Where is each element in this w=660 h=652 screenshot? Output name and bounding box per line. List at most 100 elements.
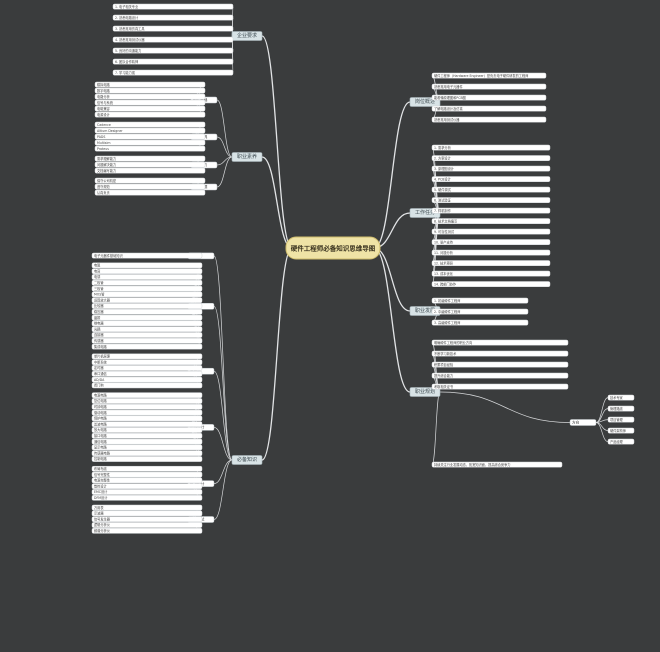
leaf-node[interactable]: 4. PCB设计 xyxy=(431,176,551,182)
leaf-node[interactable]: 信号发生器 xyxy=(91,516,203,523)
leaf-node[interactable]: 5. 良好的沟通能力 xyxy=(112,47,234,54)
leaf-node[interactable]: 复位电路 xyxy=(91,398,203,404)
leaf-node[interactable]: 提升综合能力 xyxy=(431,372,569,379)
leaf-node[interactable]: 中断系统 xyxy=(91,359,203,366)
leaf-node[interactable]: 1. 需求分析 xyxy=(431,144,551,151)
leaf-node[interactable]: 了解电路设计及仿真 xyxy=(431,105,547,112)
leaf-node[interactable]: 集成电路 xyxy=(91,343,203,350)
leaf-node[interactable]: 运算放大器 xyxy=(91,297,203,304)
leaf-node[interactable]: 技术专家 xyxy=(607,394,635,401)
leaf-node[interactable]: 模拟电路 xyxy=(94,81,206,88)
leaf-node[interactable]: 积累项目经验 xyxy=(431,361,569,368)
leaf-node[interactable]: 频谱分析仪 xyxy=(91,527,203,534)
leaf-node[interactable]: 串口通信 xyxy=(91,370,203,377)
leaf-node[interactable]: 文档编写能力 xyxy=(94,167,206,174)
leaf-node[interactable]: 时钟电路 xyxy=(91,403,203,410)
leaf-node[interactable]: 6. 测试验证 xyxy=(431,197,551,203)
leaf-node[interactable]: 驱动电路 xyxy=(91,409,203,416)
leaf-node[interactable]: 2. 方案设计 xyxy=(431,155,551,161)
leaf-node[interactable]: 4. 熟悉常用测试仪器 xyxy=(112,36,234,43)
leaf-node[interactable]: 1. 电子相关专业 xyxy=(112,3,234,10)
leaf-node[interactable]: 显示电路 xyxy=(91,444,203,451)
leaf-node[interactable]: 连接器 xyxy=(91,332,203,338)
sub-topic[interactable]: 方向 xyxy=(569,419,597,426)
leaf-node[interactable]: 熟悉常用电子元器件 xyxy=(431,83,547,90)
leaf-node[interactable]: 看门狗 xyxy=(91,382,203,389)
leaf-node[interactable]: 万用表 xyxy=(91,504,203,511)
leaf-node[interactable]: 逻辑分析仪 xyxy=(91,522,203,528)
leaf-node[interactable]: 传感器电路 xyxy=(91,450,203,457)
leaf-node[interactable]: 比较器 xyxy=(91,303,203,309)
leaf-node[interactable]: 晶振 xyxy=(91,314,203,321)
leaf-node[interactable]: DFM设计 xyxy=(91,494,203,501)
leaf-node[interactable]: 放大电路 xyxy=(91,427,203,433)
leaf-node[interactable]: 7. 样机制作 xyxy=(431,207,551,214)
leaf-node[interactable]: 继电器 xyxy=(91,320,203,327)
leaf-node[interactable]: 单片机原理 xyxy=(91,353,203,360)
leaf-node[interactable]: 需求理解能力 xyxy=(94,155,206,162)
leaf-node[interactable]: 三极管 xyxy=(91,285,203,292)
leaf-node[interactable]: 认真负责 xyxy=(94,189,206,196)
leaf-node[interactable]: 电源电路 xyxy=(91,392,203,399)
leaf-node[interactable]: 示波器 xyxy=(91,510,203,517)
leaf-node[interactable]: 稳压器 xyxy=(91,308,203,315)
leaf-node[interactable]: 信号与系统 xyxy=(94,99,206,106)
branch-l3[interactable]: 必备知识 xyxy=(231,455,263,465)
leaf-node[interactable]: 电阻 xyxy=(91,262,203,269)
leaf-node[interactable]: 滤波电路 xyxy=(91,421,203,428)
leaf-node[interactable]: 保护电路 xyxy=(91,415,203,422)
leaf-node[interactable]: 电路分析 xyxy=(94,93,206,100)
leaf-node[interactable]: 散热设计 xyxy=(91,483,203,490)
leaf-node[interactable]: 电子元器件基础知识 xyxy=(91,252,203,259)
leaf-node[interactable]: 明确硬件工程师的职业方向 xyxy=(431,339,569,346)
leaf-node[interactable]: Altium Designer xyxy=(94,127,206,134)
leaf-node[interactable]: 硬件架构师 xyxy=(607,427,635,434)
leaf-node[interactable]: 10. 量产支持 xyxy=(431,239,551,245)
leaf-node[interactable]: 控制电路 xyxy=(91,456,203,462)
leaf-node[interactable]: 定时器 xyxy=(91,365,203,371)
leaf-node[interactable]: 电容 xyxy=(91,268,203,275)
leaf-node[interactable]: 3. 高级硬件工程师 xyxy=(431,319,529,326)
leaf-node[interactable]: 2. 熟悉电路设计 xyxy=(112,14,234,21)
leaf-node[interactable]: 项目管理 xyxy=(607,416,635,423)
leaf-node[interactable]: 7. 学习能力强 xyxy=(112,69,234,76)
leaf-node[interactable]: 5. 硬件调试 xyxy=(431,186,551,193)
leaf-node[interactable]: 12. 技术预研 xyxy=(431,260,551,266)
leaf-node[interactable]: 硬件工程师（Hardware Engineer）是负责电子硬件研发的工程师 xyxy=(431,72,547,79)
leaf-node[interactable]: Proteus xyxy=(94,145,206,152)
leaf-node[interactable]: 光耦 xyxy=(91,326,203,333)
branch-l1[interactable]: 企业要求 xyxy=(231,31,263,41)
leaf-node[interactable]: 13. 成本优化 xyxy=(431,270,551,277)
leaf-node[interactable]: 不断学习新技术 xyxy=(431,350,569,357)
leaf-node[interactable]: 8. 技术文档编写 xyxy=(431,218,551,224)
leaf-node[interactable]: EMC设计 xyxy=(91,489,203,495)
leaf-node[interactable]: 6. 团队合作精神 xyxy=(112,58,234,65)
leaf-node[interactable]: 11. 问题分析 xyxy=(431,249,551,256)
leaf-node[interactable]: 布局布线 xyxy=(91,465,203,472)
leaf-node[interactable]: 保守公司机密 xyxy=(94,177,206,184)
leaf-node[interactable]: 1. 初级硬件工程师 xyxy=(431,297,529,304)
leaf-node[interactable]: 信号完整性 xyxy=(91,471,203,478)
leaf-node[interactable]: 能看懂原理图和PCB图 xyxy=(431,94,547,101)
leaf-node[interactable]: 传感器 xyxy=(91,337,203,344)
leaf-node[interactable]: 二极管 xyxy=(91,279,203,286)
leaf-node[interactable]: PADS xyxy=(94,133,206,140)
leaf-node[interactable]: 3. 熟悉常用仿真工具 xyxy=(112,25,234,32)
leaf-node[interactable]: 电感 xyxy=(91,274,203,280)
leaf-node[interactable]: MOS管 xyxy=(91,291,203,298)
leaf-node[interactable]: 14. 跨部门协作 xyxy=(431,281,551,287)
leaf-node[interactable]: 遵守规范 xyxy=(94,183,206,190)
leaf-node[interactable]: 电磁兼容 xyxy=(94,105,206,112)
leaf-node[interactable]: 产品经理 xyxy=(607,438,635,445)
leaf-node[interactable]: Cadence xyxy=(94,121,206,128)
leaf-node[interactable]: 数字电路 xyxy=(94,87,206,94)
leaf-node[interactable]: 电源完整性 xyxy=(91,477,203,484)
leaf-node[interactable]: 通信电路 xyxy=(91,438,203,445)
central-topic[interactable]: 硬件工程师必备知识思维导图 xyxy=(285,236,381,260)
leaf-node[interactable]: 考取相关证书 xyxy=(431,383,569,390)
leaf-node[interactable]: 持续关注行业发展动态，拓宽知识面，提高综合竞争力 xyxy=(431,461,563,468)
leaf-node[interactable]: 管理路线 xyxy=(607,405,635,412)
leaf-node[interactable]: 熟悉常用测试仪器 xyxy=(431,116,547,123)
leaf-node[interactable]: 电源设计 xyxy=(94,111,206,118)
leaf-node[interactable]: 2. 中级硬件工程师 xyxy=(431,308,529,315)
